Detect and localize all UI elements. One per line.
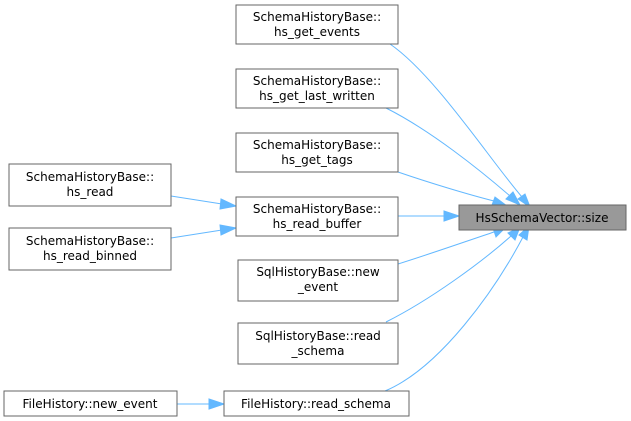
node-hs-get-events[interactable]: SchemaHistoryBase:: hs_get_events	[235, 4, 399, 45]
node-label-line-2: hs_get_events	[274, 25, 360, 39]
edge-get-events-to-size	[389, 43, 523, 198]
node-label-line-2: hs_read_binned	[43, 249, 137, 263]
arrowhead	[517, 193, 532, 209]
arrowhead	[219, 198, 238, 210]
node-label-line-2: hs_read	[67, 185, 114, 199]
edge-sql-new-event-to-size	[397, 231, 495, 265]
node-label-line-2: _event	[297, 280, 338, 294]
edge-get-last-written-to-size	[385, 107, 511, 197]
node-label-line-2: hs_get_last_written	[259, 89, 375, 103]
node-label: HsSchemaVector::size	[476, 211, 609, 225]
node-hs-get-last-written[interactable]: SchemaHistoryBase:: hs_get_last_written	[235, 68, 399, 109]
arrowhead	[208, 398, 226, 410]
edge-file-read-schema-to-size	[384, 236, 524, 392]
node-hs-read-binned[interactable]: SchemaHistoryBase:: hs_read_binned	[8, 227, 172, 271]
node-file-new-event[interactable]: FileHistory::new_event	[3, 390, 178, 417]
node-label: FileHistory::read_schema	[241, 397, 391, 411]
node-label: FileHistory::new_event	[23, 397, 158, 411]
edge-sql-read-schema-to-size	[385, 235, 512, 323]
node-label-line-1: SchemaHistoryBase::	[253, 138, 381, 152]
node-label-line-1: SchemaHistoryBase::	[253, 202, 381, 216]
edge-hs-read-to-read-buffer	[170, 195, 223, 205]
node-hs-schema-vector-size[interactable]: HsSchemaVector::size	[458, 204, 627, 231]
node-sql-read-schema[interactable]: SqlHistoryBase::read _schema	[237, 322, 399, 365]
node-hs-read[interactable]: SchemaHistoryBase:: hs_read	[8, 163, 172, 207]
node-label-line-2: hs_get_tags	[281, 153, 353, 167]
node-label-line-2: hs_read_buffer	[273, 217, 362, 231]
arrowhead	[505, 191, 522, 207]
edge-get-tags-to-size	[397, 171, 495, 202]
node-label-line-2: _schema	[291, 344, 345, 358]
node-sql-new-event[interactable]: SqlHistoryBase::new _event	[237, 259, 399, 302]
node-label-line-1: SchemaHistoryBase::	[26, 234, 154, 248]
node-label-line-1: SchemaHistoryBase::	[26, 170, 154, 184]
node-label-line-1: SqlHistoryBase::read	[255, 329, 381, 343]
node-hs-read-buffer[interactable]: SchemaHistoryBase:: hs_read_buffer	[235, 196, 399, 237]
node-label-line-1: SqlHistoryBase::new	[256, 265, 380, 279]
node-label-line-1: SchemaHistoryBase::	[253, 10, 381, 24]
node-hs-get-tags[interactable]: SchemaHistoryBase:: hs_get_tags	[235, 132, 399, 173]
node-label-line-1: SchemaHistoryBase::	[253, 74, 381, 88]
arrowhead	[219, 224, 238, 236]
edge-read-binned-to-read-buffer	[170, 229, 223, 239]
arrowhead	[443, 210, 461, 222]
node-file-read-schema[interactable]: FileHistory::read_schema	[223, 390, 410, 417]
